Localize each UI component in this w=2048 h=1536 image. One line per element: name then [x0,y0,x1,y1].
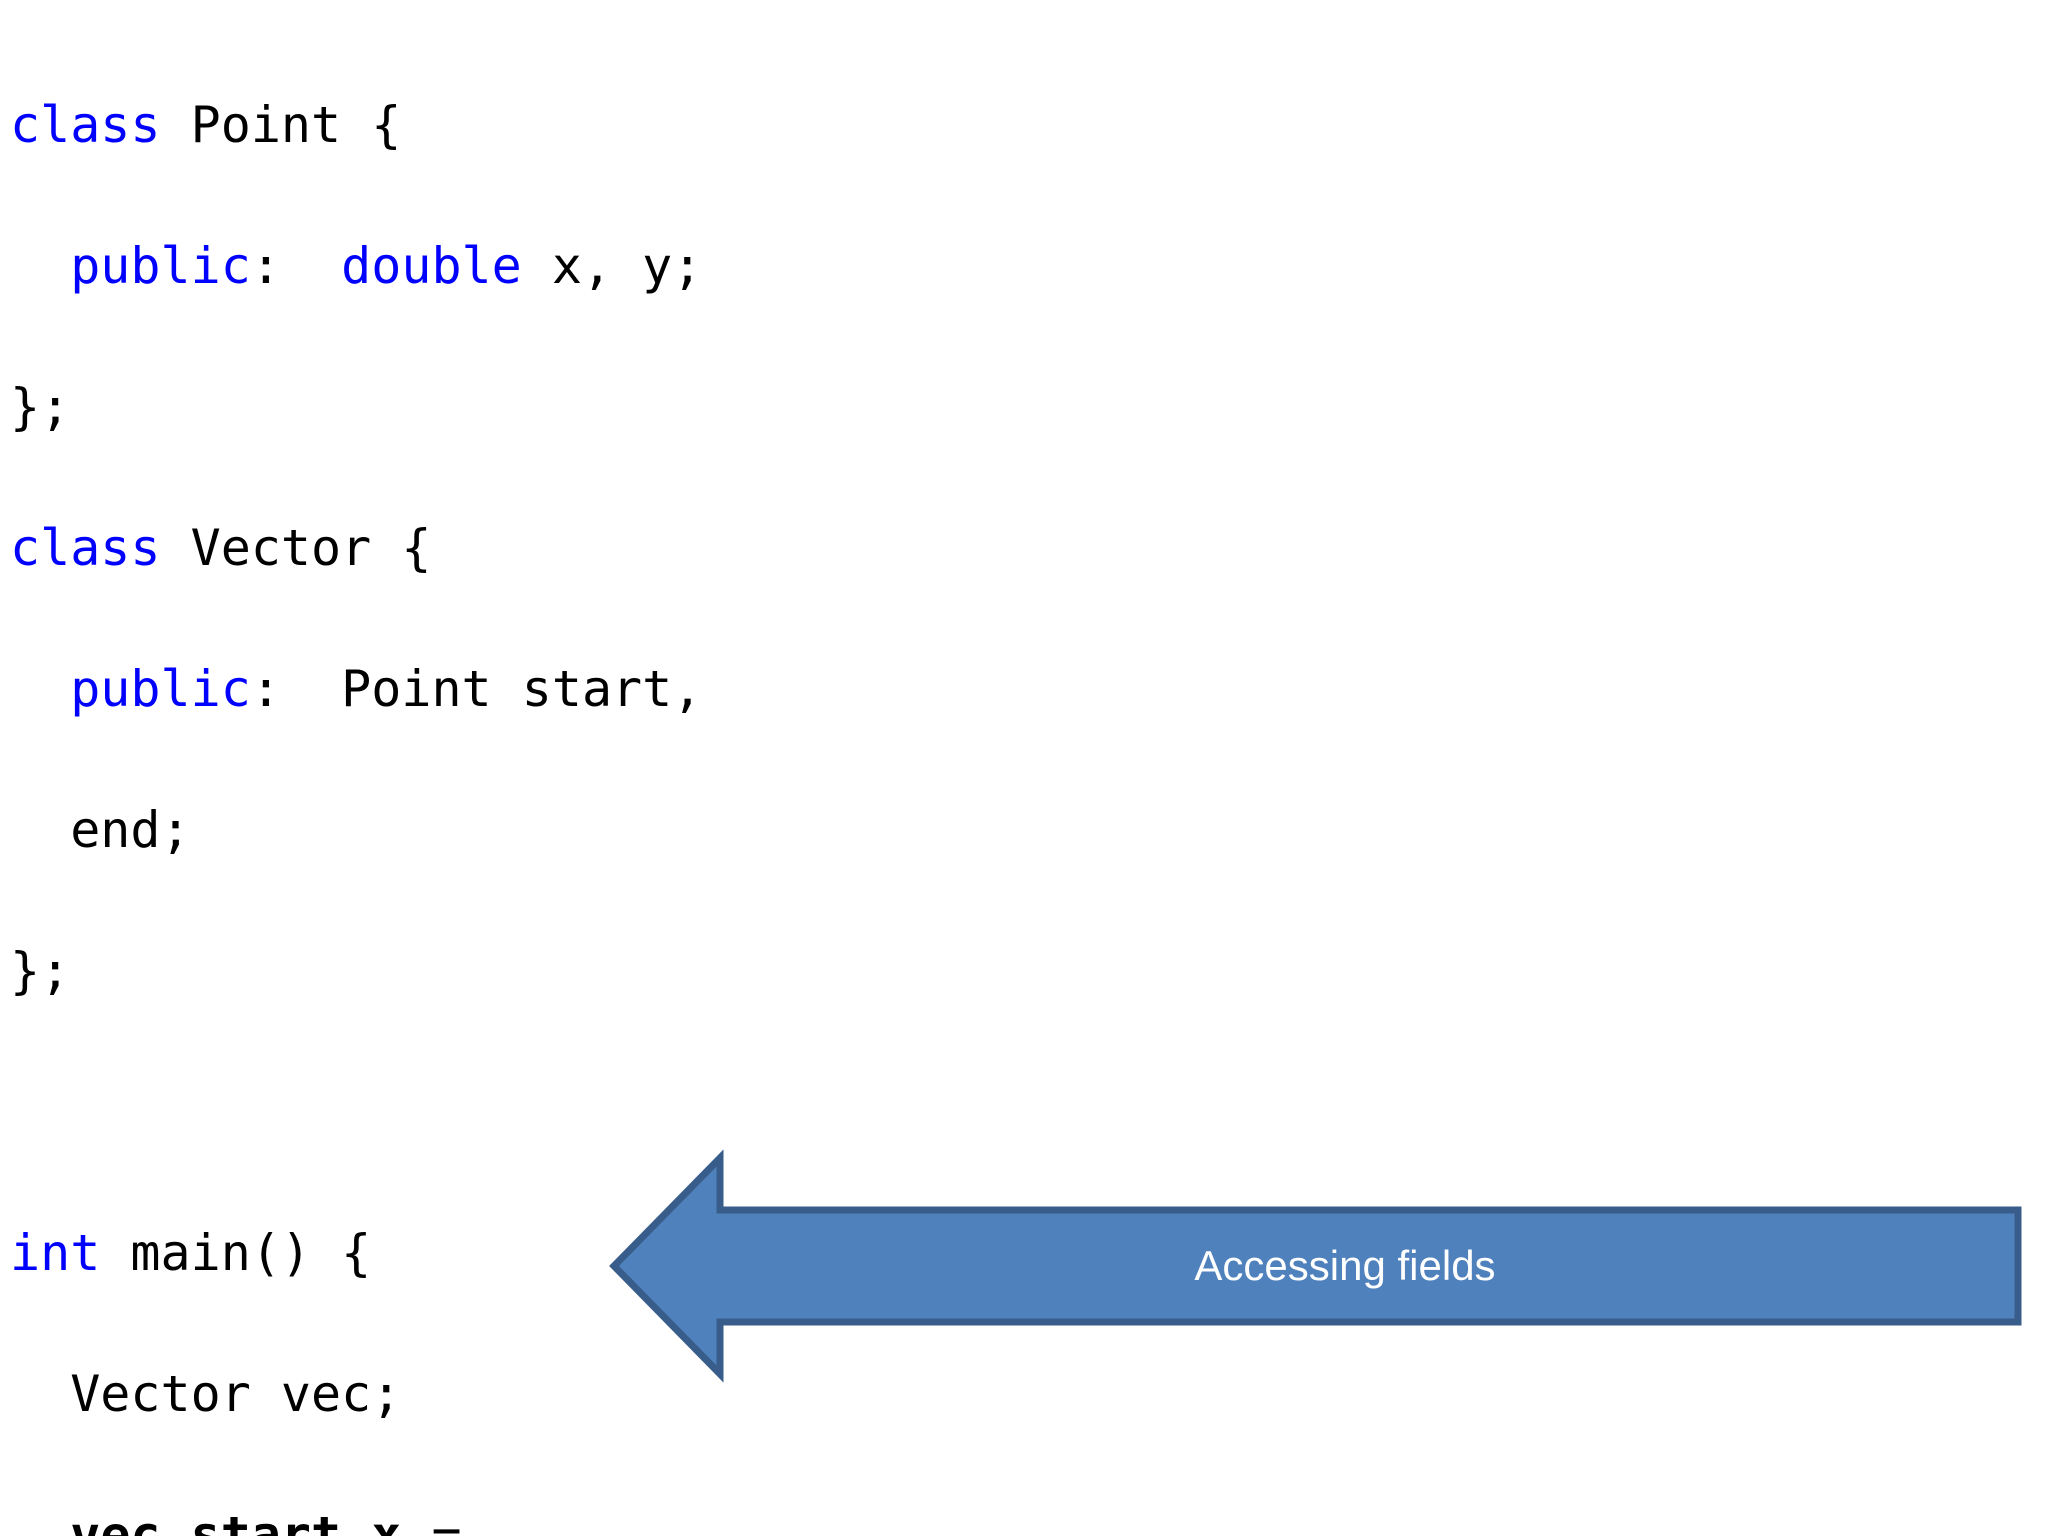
code-line: int main() { [10,1228,462,1278]
code-line: public: double x, y; [10,241,702,291]
left-arrow-icon [609,1149,2022,1383]
code-line: }; [10,946,702,996]
code-token-plain [10,1506,70,1536]
code-line-field-access: vec.start.x = [10,1510,461,1536]
code-block-class-definitions: class Point { public: double x, y; }; cl… [10,8,702,1089]
code-line: end; [10,805,702,855]
code-token-plain: }; [10,942,71,1000]
code-token-keyword: double [341,237,522,295]
code-token-plain: Vector { [160,519,432,577]
code-token-keyword: public [10,660,251,718]
code-token-plain: Point { [160,96,402,154]
code-token-keyword: class [10,96,161,154]
code-line: class Point { [10,100,702,150]
code-token-plain: : [250,237,342,295]
code-token-keyword: int [10,1224,101,1282]
code-line: }; [10,382,702,432]
code-token-keyword: public [10,237,251,295]
arrow-label: Accessing fields [1194,1242,1496,1289]
arrow-callout-shape [608,1149,2024,1383]
code-block-main-function: int main() { Vector vec; vec.start.x = 1… [10,1136,462,1536]
code-line: public: Point start, [10,664,702,714]
code-token-plain: Vector vec; [10,1365,402,1423]
code-token-plain: = [401,1506,462,1536]
code-token-plain: : Point start, [250,660,703,718]
code-token-keyword: class [10,519,161,577]
code-token-plain: end; [10,801,191,859]
code-line: class Vector { [10,523,702,573]
arrow-polygon [609,1149,2022,1383]
code-token-plain: main() { [100,1224,372,1282]
code-line: Vector vec; [10,1369,462,1419]
code-token-plain: }; [10,378,71,436]
code-token-field-access: vec.start.x [70,1506,402,1536]
code-token-plain: x, y; [521,237,703,295]
